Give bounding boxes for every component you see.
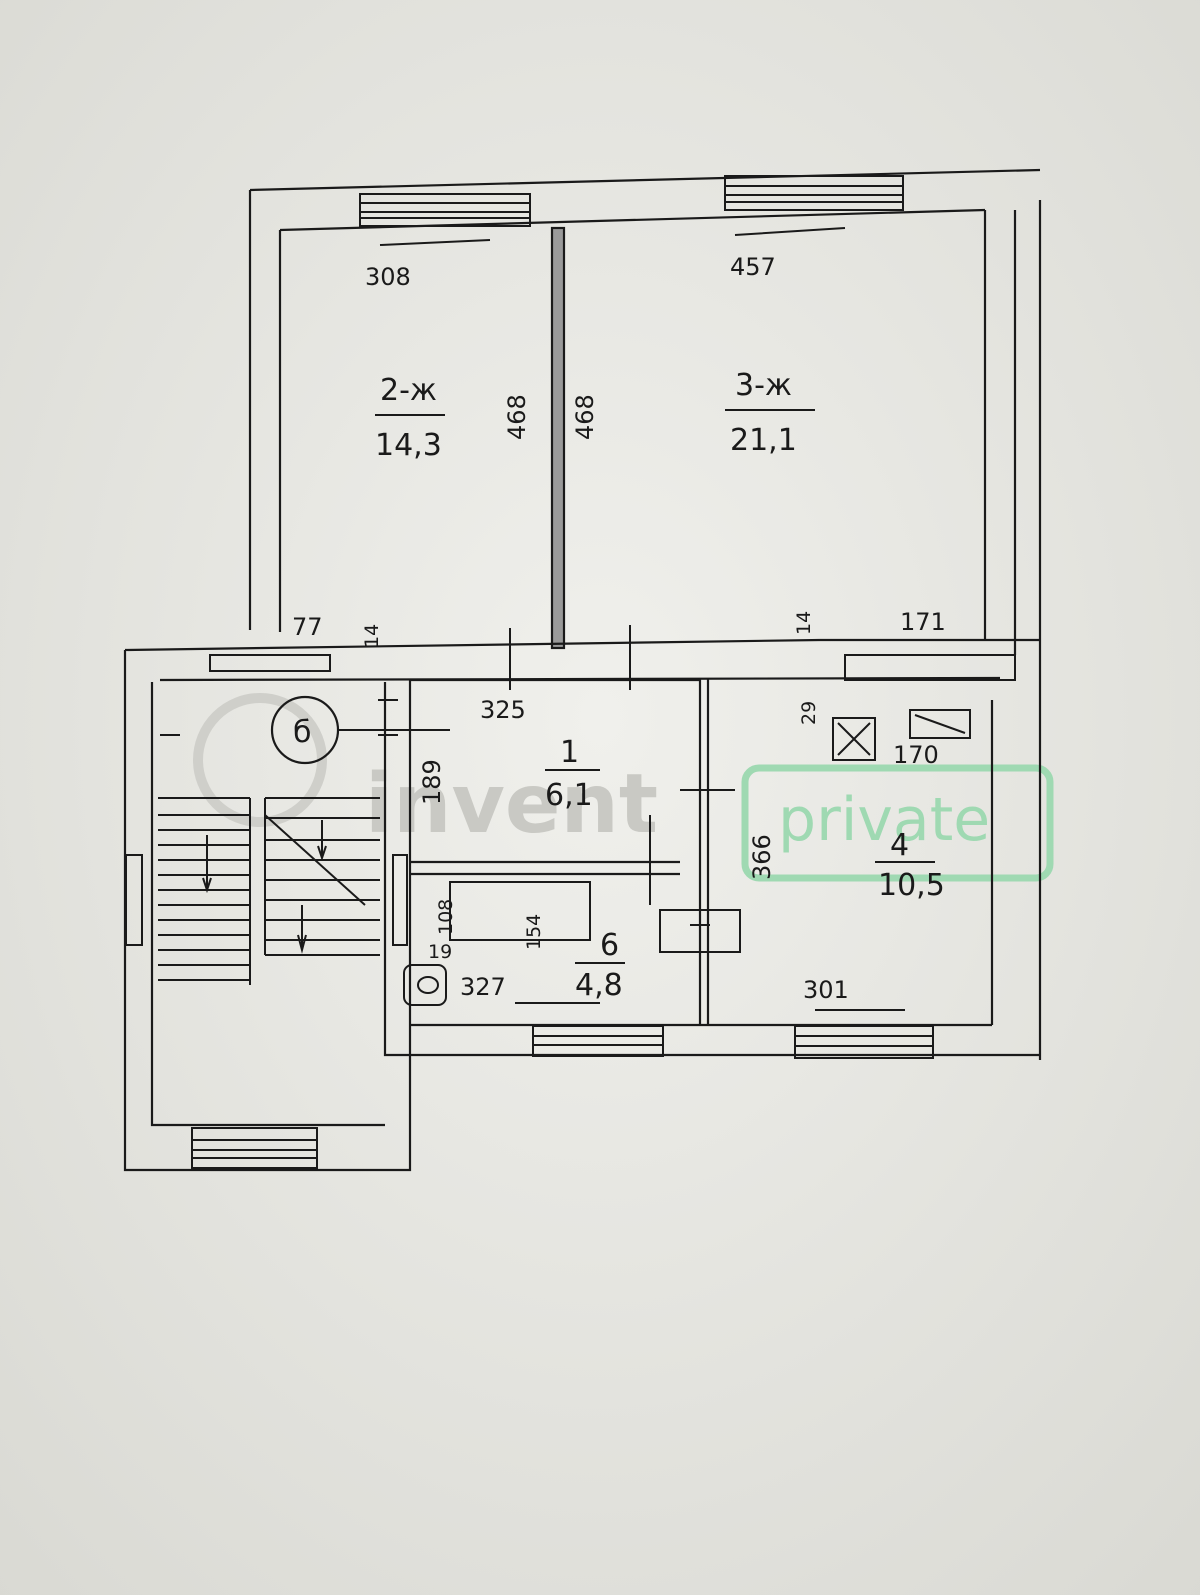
dim-room3-height: 468	[571, 394, 599, 440]
dim-hall-height: 189	[418, 759, 446, 805]
dim-wall-14-left: 14	[361, 624, 383, 648]
dimension-labels: 308 457 468 468 325 189 366 170 301 327 …	[292, 227, 946, 1011]
bathtub	[449, 881, 591, 941]
door-marks	[509, 625, 735, 905]
room-4-area: 10,5	[878, 868, 945, 903]
dim-bath-height: 108	[435, 899, 457, 935]
dim-bath-width: 327	[460, 973, 506, 1001]
watermark: invent private	[193, 693, 1054, 882]
dim-room3-width: 457	[730, 253, 776, 281]
room-6-area: 4,8	[575, 968, 623, 1003]
stair-label: б	[293, 715, 312, 750]
dim-wall-29: 29	[798, 701, 820, 725]
bath-fixtures	[403, 709, 971, 1006]
kitchen-sink-icon	[909, 709, 971, 739]
watermark-badge	[741, 764, 1054, 882]
dim-kitchen-height: 366	[748, 834, 776, 880]
watermark-right-text: private	[778, 785, 990, 855]
room-3-area: 21,1	[730, 423, 797, 458]
dim-wall-14-right: 14	[793, 611, 815, 635]
window-bottom-mid	[532, 1025, 664, 1057]
walls	[123, 168, 1042, 1172]
window-bottom-right	[794, 1025, 934, 1059]
room-1-area: 6,1	[545, 778, 593, 813]
window-bottom-left	[191, 1127, 318, 1169]
dim-wall-19: 19	[428, 941, 452, 963]
room-6-number: 6	[600, 928, 619, 963]
vent-right	[844, 654, 1016, 681]
window-side-left	[125, 854, 143, 946]
room-2-number: 2-ж	[380, 373, 437, 408]
toilet-icon	[403, 964, 447, 1006]
staircase	[158, 699, 398, 985]
window-top-right	[724, 175, 904, 211]
dim-hall-width: 325	[480, 696, 526, 724]
window-top-left	[359, 193, 531, 227]
windows	[125, 175, 1016, 1169]
dim-wall-77: 77	[292, 613, 323, 641]
watermark-logo-icon	[193, 693, 327, 827]
room-4-number: 4	[890, 828, 909, 863]
dim-kitchen-width-bottom: 301	[803, 976, 849, 1004]
dim-kitchen-width-top: 170	[893, 741, 939, 769]
partition-wall	[550, 226, 566, 650]
dim-room2-width: 308	[365, 263, 411, 291]
room-labels: 2-ж 14,3 3-ж 21,1 1 6,1 4 10,5 6 4,8	[375, 368, 945, 1003]
room-2-area: 14,3	[375, 428, 442, 463]
watermark-left-text: invent	[365, 757, 658, 852]
room-3-number: 3-ж	[735, 368, 792, 403]
stove-icon	[832, 717, 876, 761]
vent-left	[209, 654, 331, 672]
dim-bath-length: 154	[523, 914, 545, 950]
window-side-inner	[392, 854, 408, 946]
dim-room2-height: 468	[503, 394, 531, 440]
dim-wall-171: 171	[900, 608, 946, 636]
room-1-number: 1	[560, 735, 579, 770]
